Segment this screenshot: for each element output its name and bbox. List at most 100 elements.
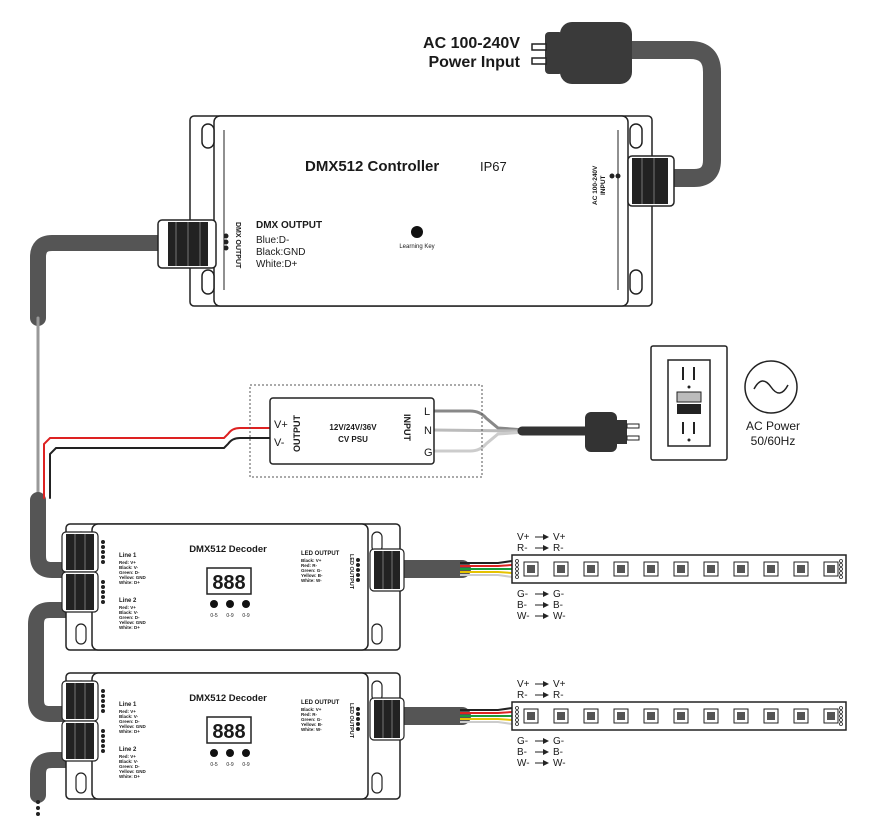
strip-map-from: V+	[517, 532, 530, 543]
ac-power-label: AC Power	[746, 419, 800, 433]
decoder-button-2[interactable]	[226, 600, 234, 608]
decoder-line-wire: Green: D-	[119, 570, 140, 575]
strip-map-from: R-	[517, 543, 528, 554]
power-input-cable	[621, 41, 721, 187]
decoder-line-wire: Yellow: GND	[119, 575, 147, 580]
strip-fanout-2	[460, 707, 513, 725]
decoder-led-wire: Green: G-	[301, 717, 322, 722]
strip-map-to: G-	[553, 589, 564, 600]
decoder-line-wire: Black: V-	[119, 714, 139, 719]
controller-title: DMX512 Controller	[305, 158, 439, 175]
decoder-line-wire: Yellow: GND	[119, 769, 147, 774]
controller-wire-blue: Blue:D-	[256, 235, 289, 246]
decoder-display: 888	[206, 567, 252, 595]
controller-input-label2: INPUT	[600, 175, 607, 195]
decoder-led-output-heading: LED OUTPUT	[301, 551, 340, 557]
decoder-button-3[interactable]	[242, 600, 250, 608]
decoder-line-wire: Red: V+	[119, 709, 136, 714]
strip-map-to: V+	[553, 679, 566, 690]
decoder-line-wire: Red: V+	[119, 560, 136, 565]
ac-power-symbol-icon	[744, 360, 798, 414]
psu-plug	[585, 412, 640, 452]
dmx-decoder-2: LED OUTPUT DMX512 Decoder 888 0-5 0-9 0-9 Line…	[61, 672, 405, 800]
decoder-line2-connector	[61, 571, 105, 613]
strip-map-to: B-	[553, 747, 563, 758]
decoder-led-wire: Yellow: B-	[301, 573, 323, 578]
strip-map-from: B-	[517, 747, 527, 758]
decoder2-out-cable	[30, 752, 74, 803]
decoder-line-wire: White: D+	[119, 625, 140, 630]
svg-text:888: 888	[212, 572, 245, 594]
decoder-button-label: 0-9	[242, 613, 249, 619]
controller-output-heading: DMX OUTPUT	[256, 220, 322, 231]
psu-vminus: V-	[274, 437, 285, 449]
decoder-led-wire: Green: G-	[301, 568, 322, 573]
psu-g-wire	[430, 430, 527, 453]
strip-fanout-1	[460, 560, 513, 578]
decoder-line-wire: Red: V+	[119, 605, 136, 610]
controller-input-label: AC 100-240V	[592, 165, 599, 205]
decoder-button-1[interactable]	[210, 600, 218, 608]
decoder-button-2[interactable]	[226, 749, 234, 757]
decoder-led-wire: Red: R-	[301, 712, 317, 717]
decoder-line-wire: Black: V-	[119, 610, 139, 615]
decoder-display: 888	[206, 716, 252, 744]
decoder-line-wire: Red: V+	[119, 754, 136, 759]
decoder-line2-heading: Line 2	[119, 598, 137, 604]
psu-output-label: OUTPUT	[292, 415, 302, 453]
psu-type: CV PSU	[338, 435, 368, 444]
decoder-button-label: 0-9	[242, 762, 249, 768]
decoder-line1-heading: Line 1	[119, 702, 137, 708]
decoder-line-wire: White: D+	[119, 580, 140, 585]
decoder-button-label: 0-5	[210, 613, 217, 619]
decoder-button-1[interactable]	[210, 749, 218, 757]
decoder-line1-heading: Line 1	[119, 553, 137, 559]
decoder-line-wire: Green: D-	[119, 615, 140, 620]
decoder-line2-connector	[61, 720, 105, 762]
decoder-line-wire: Green: D-	[119, 719, 140, 724]
decoder-line1-connector	[61, 680, 105, 722]
decoder-line-wire: Yellow: GND	[119, 620, 147, 625]
decoder-led-wire: Black: V+	[301, 707, 322, 712]
learning-key-button[interactable]	[411, 226, 423, 238]
decoder-led-output-heading: LED OUTPUT	[301, 700, 340, 706]
decoder-link-cable	[28, 602, 74, 722]
decoder-line-wire: Yellow: GND	[119, 724, 147, 729]
decoder-led-connector	[356, 548, 405, 592]
ac-power-freq: 50/60Hz	[751, 434, 796, 448]
psu-l-wire	[430, 409, 527, 432]
strip-map-from: W-	[517, 611, 530, 622]
decoder-led-side-label: LED OUTPUT	[348, 703, 354, 739]
wall-outlet	[650, 345, 728, 461]
psu-vminus-wire	[49, 437, 273, 499]
controller-output-side-label: DMX OUTPUT	[234, 222, 241, 269]
decoder-button-label: 0-9	[226, 613, 233, 619]
decoder-button-3[interactable]	[242, 749, 250, 757]
psu-input-label: INPUT	[402, 414, 412, 442]
strip-map-from: R-	[517, 690, 528, 701]
decoder-button-label: 0-9	[226, 762, 233, 768]
power-input-label: Power Input	[428, 54, 520, 71]
decoder-line1-connector	[61, 531, 105, 573]
decoder-button-label: 0-5	[210, 762, 217, 768]
strip-map-to: W-	[553, 611, 566, 622]
decoder-line-wire: Black: V-	[119, 565, 139, 570]
psu-g: G	[424, 447, 433, 459]
psu-vplus-wire	[43, 427, 273, 499]
decoder-led-wire: White: W-	[301, 727, 322, 732]
decoder-led-wire: Yellow: B-	[301, 722, 323, 727]
strip-map-from: W-	[517, 758, 530, 769]
led-strip-2: V+V+R-R-G-G-B-B-W-W-	[511, 679, 847, 769]
psu-l: L	[424, 406, 430, 418]
learning-key-label: Learning Key	[399, 244, 434, 250]
led-strip-1: V+V+R-R-G-G-B-B-W-W-	[511, 532, 847, 622]
dmx-controller	[157, 115, 675, 307]
dmx-output-cable	[30, 235, 168, 326]
decoder-line-wire: Green: D-	[119, 764, 140, 769]
continuation-dots	[36, 800, 40, 816]
decoder-title: DMX512 Decoder	[189, 693, 267, 704]
decoder-line2-heading: Line 2	[119, 747, 137, 753]
decoder-led-wire: White: W-	[301, 578, 322, 583]
